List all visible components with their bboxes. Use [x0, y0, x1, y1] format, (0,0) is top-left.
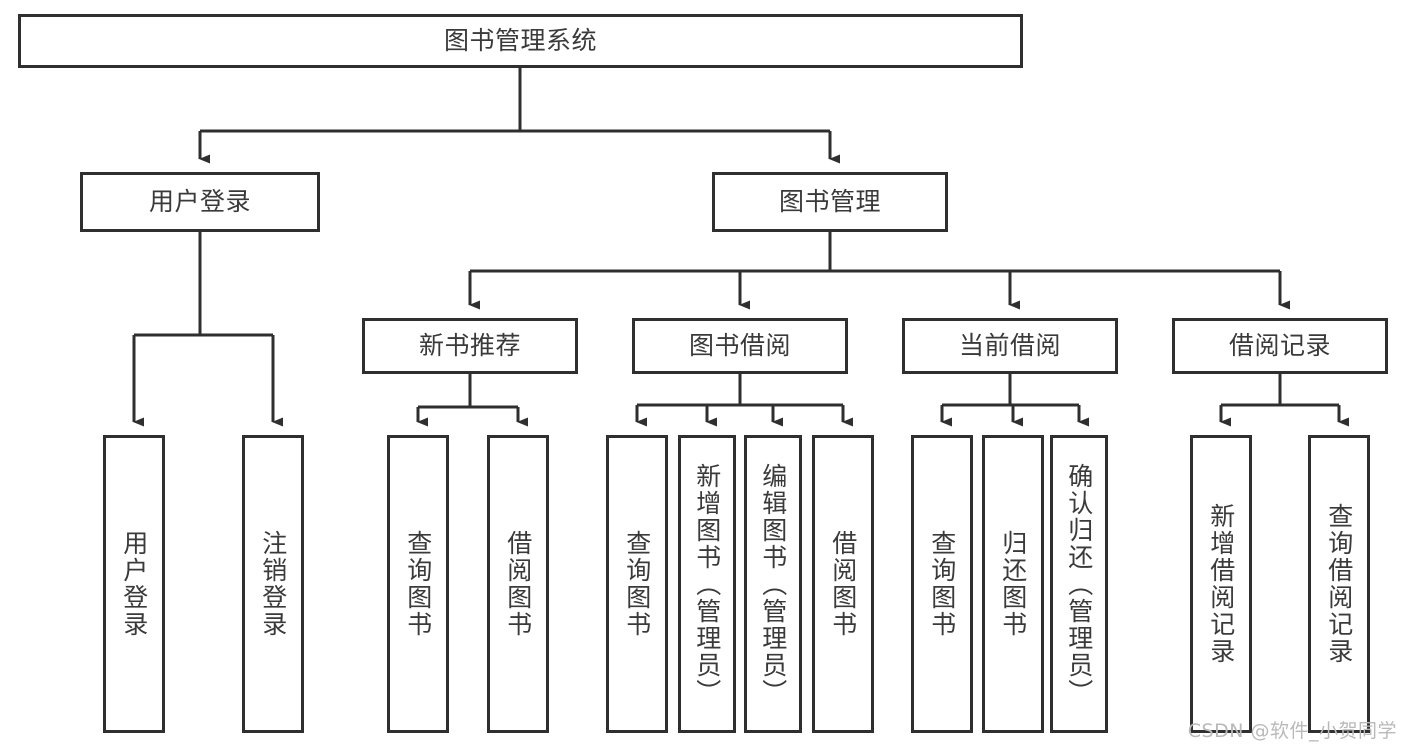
node-leaf-confirm-return-admin[interactable]: 确认归还（管理员） [1050, 435, 1108, 733]
node-leaf-add-book-admin[interactable]: 新增图书（管理员） [678, 435, 736, 733]
node-borrow-record[interactable]: 借阅记录 [1172, 318, 1388, 374]
leaf-label: 借阅图书 [503, 530, 533, 638]
node-leaf-query-book-recommend[interactable]: 查询图书 [387, 435, 449, 733]
leaf-label: 新增借阅记录 [1206, 503, 1236, 665]
node-leaf-edit-book-admin[interactable]: 编辑图书（管理员） [744, 435, 802, 733]
csdn-watermark: CSDN @软件_小贺同学 [1187, 720, 1397, 742]
leaf-label: 注销登录 [258, 530, 288, 638]
node-leaf-query-book-borrow[interactable]: 查询图书 [606, 435, 668, 733]
node-leaf-return-book[interactable]: 归还图书 [982, 435, 1044, 733]
node-leaf-query-book-current[interactable]: 查询图书 [911, 435, 973, 733]
leaf-label: 查询借阅记录 [1324, 503, 1354, 665]
node-root[interactable]: 图书管理系统 [18, 14, 1023, 68]
node-current-borrow[interactable]: 当前借阅 [902, 318, 1118, 374]
leaf-label: 查询图书 [622, 530, 652, 638]
node-new-book-recommend[interactable]: 新书推荐 [362, 318, 578, 374]
node-book-management[interactable]: 图书管理 [712, 172, 948, 232]
leaf-label: 归还图书 [998, 530, 1028, 638]
node-leaf-user-login[interactable]: 用户登录 [103, 435, 165, 733]
leaf-label: 查询图书 [927, 530, 957, 638]
leaf-label: 借阅图书 [828, 530, 858, 638]
leaf-label: 用户登录 [119, 530, 149, 638]
node-user-login[interactable]: 用户登录 [80, 172, 320, 232]
leaf-label: 新增图书（管理员） [692, 462, 722, 706]
node-leaf-add-borrow-record[interactable]: 新增借阅记录 [1190, 435, 1252, 733]
node-leaf-borrow-book[interactable]: 借阅图书 [812, 435, 874, 733]
node-book-borrow[interactable]: 图书借阅 [632, 318, 848, 374]
leaf-label: 查询图书 [403, 530, 433, 638]
leaf-label: 编辑图书（管理员） [758, 462, 788, 706]
leaf-label: 确认归还（管理员） [1064, 462, 1094, 706]
node-leaf-borrow-book-recommend[interactable]: 借阅图书 [487, 435, 549, 733]
node-leaf-logout[interactable]: 注销登录 [242, 435, 304, 733]
node-leaf-query-borrow-record[interactable]: 查询借阅记录 [1308, 435, 1370, 733]
